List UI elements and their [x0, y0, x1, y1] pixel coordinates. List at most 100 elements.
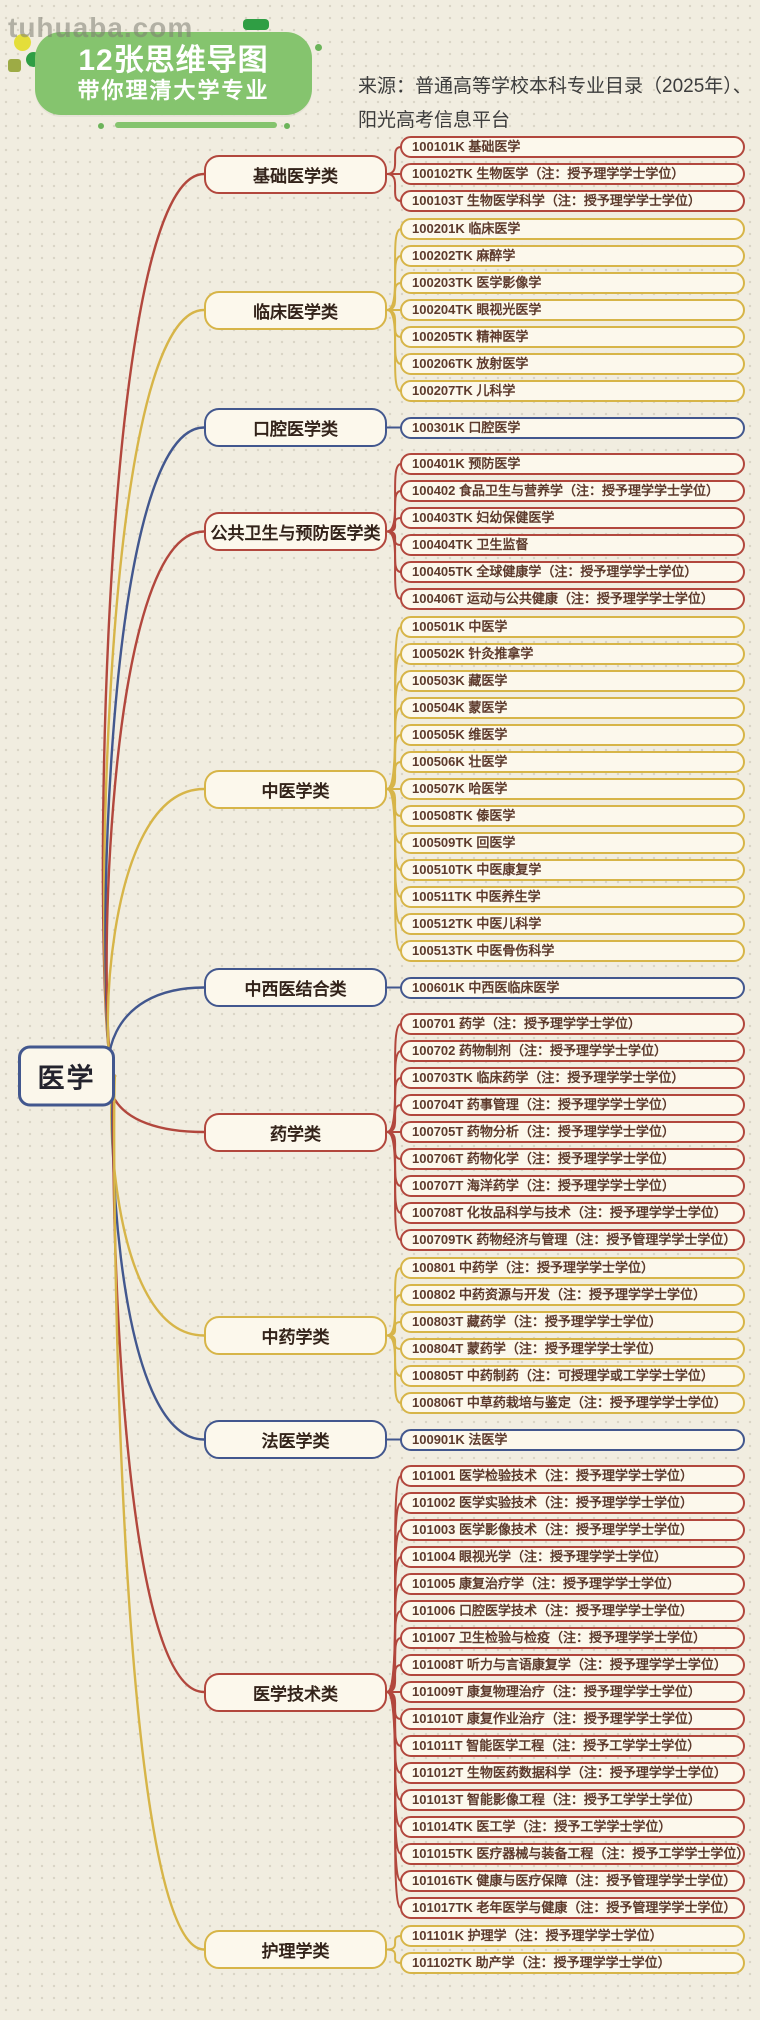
major-node: 101001 医学检验技术（注：授予理学学士学位）: [400, 1465, 745, 1487]
decor-olive-square: [8, 59, 21, 72]
major-node: 100802 中药资源与开发（注：授予理学学士学位）: [400, 1284, 745, 1306]
major-node: 101101K 护理学（注：授予理学学士学位）: [400, 1925, 745, 1947]
children-list: 100601K 中西医临床医学: [400, 976, 745, 999]
major-node: 100402 食品卫生与营养学（注：授予理学学士学位）: [400, 480, 745, 502]
category-node: 临床医学类: [204, 290, 387, 330]
major-node: 100201K 临床医学: [400, 218, 745, 240]
header: 12张思维导图 带你理清大学专业 来源：普通高等学校本科专业目录（2025年）、…: [0, 0, 760, 132]
decor-dot: [98, 123, 104, 129]
branch-7: 中药学类 100801 中药学（注：授予理学学士学位） 100802 中药资源与开发…: [204, 1257, 760, 1414]
major-node: 100203TK 医学影像学: [400, 272, 745, 294]
major-node: 100511TK 中医养生学: [400, 886, 745, 908]
major-node: 100508TK 傣医学: [400, 805, 745, 827]
major-node: 101017TK 老年医学与健康（注：授予管理学学士学位）: [400, 1897, 745, 1919]
major-node: 101015TK 医疗器械与装备工程（注：授予工学学士学位）: [400, 1843, 745, 1865]
category-node: 中药学类: [204, 1316, 387, 1355]
major-node: 100801 中药学（注：授予理学学士学位）: [400, 1257, 745, 1279]
children-list: 100901K 法医学: [400, 1428, 745, 1451]
category-node: 药学类: [204, 1112, 387, 1152]
major-node: 100403TK 妇幼保健医学: [400, 507, 745, 529]
major-node: 101009T 康复物理治疗（注：授予理学学士学位）: [400, 1681, 745, 1703]
branch-3: 公共卫生与预防医学类 100401K 预防医学 100402 食品卫生与营养学（注：…: [204, 453, 760, 610]
branch-2: 口腔医学类 100301K 口腔医学: [204, 408, 760, 447]
major-node: 100501K 中医学: [400, 616, 745, 638]
major-node: 100204TK 眼视光医学: [400, 299, 745, 321]
major-node: 101006 口腔医学技术（注：授予理学学士学位）: [400, 1600, 745, 1622]
major-node: 100202TK 麻醉学: [400, 245, 745, 267]
major-node: 100301K 口腔医学: [400, 416, 745, 439]
major-node: 100509TK 回医学: [400, 832, 745, 854]
source-line2: 阳光高考信息平台: [358, 110, 511, 131]
title-badge: 12张思维导图 带你理清大学专业: [35, 32, 312, 115]
major-node: 101012T 生物医药数据科学（注：授予理学学士学位）: [400, 1762, 745, 1784]
major-node: 100406T 运动与公共健康（注：授予理学学士学位）: [400, 588, 745, 610]
major-node: 100404TK 卫生监督: [400, 534, 745, 556]
major-node: 100507K 哈医学: [400, 778, 745, 800]
major-node: 100702 药物制剂（注：授予理学学士学位）: [400, 1040, 745, 1062]
major-node: 100101K 基础医学: [400, 136, 745, 158]
decor-dot: [284, 123, 290, 129]
branch-5: 中西医结合类 100601K 中西医临床医学: [204, 968, 760, 1007]
children-list: 100401K 预防医学 100402 食品卫生与营养学（注：授予理学学士学位） 1…: [400, 453, 745, 610]
major-node: 100504K 蒙医学: [400, 697, 745, 719]
major-node: 100708T 化妆品科学与技术（注：授予理学学士学位）: [400, 1202, 745, 1224]
children-list: 100501K 中医学 100502K 针灸推拿学 100503K 藏医学 10050…: [400, 616, 745, 962]
major-node: 100502K 针灸推拿学: [400, 643, 745, 665]
major-node: 100803T 藏药学（注：授予理学学士学位）: [400, 1311, 745, 1333]
major-node: 100709TK 药物经济与管理（注：授予管理学学士学位）: [400, 1229, 745, 1251]
major-node: 101008T 听力与言语康复学（注：授予理学学士学位）: [400, 1654, 745, 1676]
major-node: 101016TK 健康与医疗保障（注：授予管理学学士学位）: [400, 1870, 745, 1892]
major-node: 100103T 生物医学科学（注：授予理学学士学位）: [400, 190, 745, 212]
major-node: 100510TK 中医康复学: [400, 859, 745, 881]
children-list: 101001 医学检验技术（注：授予理学学士学位） 101002 医学实验技术（注…: [400, 1465, 745, 1919]
major-node: 100806T 中草药栽培与鉴定（注：授予理学学士学位）: [400, 1392, 745, 1414]
major-node: 100901K 法医学: [400, 1428, 745, 1451]
source-line1: 来源：普通高等学校本科专业目录（2025年）、: [358, 76, 752, 97]
children-list: 100701 药学（注：授予理学学士学位）100702 药物制剂（注：授予理学学…: [400, 1013, 745, 1251]
major-node: 101002 医学实验技术（注：授予理学学士学位）: [400, 1492, 745, 1514]
major-node: 100503K 藏医学: [400, 670, 745, 692]
decor-underline: [115, 122, 277, 128]
children-list: 100301K 口腔医学: [400, 416, 745, 439]
children-list: 100201K 临床医学 100202TK 麻醉学 100203TK 医学影像学 10…: [400, 218, 745, 402]
major-node: 101010T 康复作业治疗（注：授予理学学士学位）: [400, 1708, 745, 1730]
source-text: 来源：普通高等学校本科专业目录（2025年）、 阳光高考信息平台: [358, 70, 753, 138]
title-line2: 带你理清大学专业: [77, 77, 270, 103]
major-node: 100705T 药物分析（注：授予理学学士学位）: [400, 1121, 745, 1143]
branch-10: 护理学类 101101K 护理学（注：授予理学学士学位） 101102TK 助产学（…: [204, 1925, 760, 1974]
title-line1: 12张思维导图: [78, 43, 269, 77]
major-node: 100707T 海洋药学（注：授予理学学士学位）: [400, 1175, 745, 1197]
children-list: 101101K 护理学（注：授予理学学士学位） 101102TK 助产学（注：授予…: [400, 1925, 745, 1974]
major-node: 100704T 药事管理（注：授予理学学士学位）: [400, 1094, 745, 1116]
branch-9: 医学技术类 101001 医学检验技术（注：授予理学学士学位） 101002 医学实…: [204, 1465, 760, 1919]
major-node: 101007 卫生检验与检疫（注：授予理学学士学位）: [400, 1627, 745, 1649]
major-node: 100706T 药物化学（注：授予理学学士学位）: [400, 1148, 745, 1170]
decor-yellow-circle: [14, 34, 31, 51]
major-node: 101011T 智能医学工程（注：授予工学学士学位）: [400, 1735, 745, 1757]
major-node: 101005 康复治疗学（注：授予理学学士学位）: [400, 1573, 745, 1595]
major-node: 100505K 维医学: [400, 724, 745, 746]
category-node: 口腔医学类: [204, 408, 387, 447]
decor-green-pill: [243, 19, 269, 30]
major-node: 100405TK 全球健康学（注：授予理学学士学位）: [400, 561, 745, 583]
decor-dot: [315, 44, 322, 51]
category-node: 中西医结合类: [204, 968, 387, 1007]
category-node: 基础医学类: [204, 154, 387, 194]
major-node: 101014TK 医工学（注：授予工学学士学位）: [400, 1816, 745, 1838]
major-node: 100805T 中药制药（注：可授理学或工学学士学位）: [400, 1365, 745, 1387]
major-node: 100206TK 放射医学: [400, 353, 745, 375]
major-node: 101102TK 助产学（注：授予理学学士学位）: [400, 1952, 745, 1974]
major-node: 100512TK 中医儿科学: [400, 913, 745, 935]
branch-1: 临床医学类 100201K 临床医学 100202TK 麻醉学 100203TK 医学…: [204, 218, 760, 402]
major-node: 101013T 智能影像工程（注：授予工学学士学位）: [400, 1789, 745, 1811]
category-node: 护理学类: [204, 1930, 387, 1969]
category-node: 公共卫生与预防医学类: [204, 512, 387, 551]
major-node: 100205TK 精神医学: [400, 326, 745, 348]
category-node: 医学技术类: [204, 1672, 387, 1712]
major-node: 100401K 预防医学: [400, 453, 745, 475]
major-node: 101004 眼视光学（注：授予理学学士学位）: [400, 1546, 745, 1568]
